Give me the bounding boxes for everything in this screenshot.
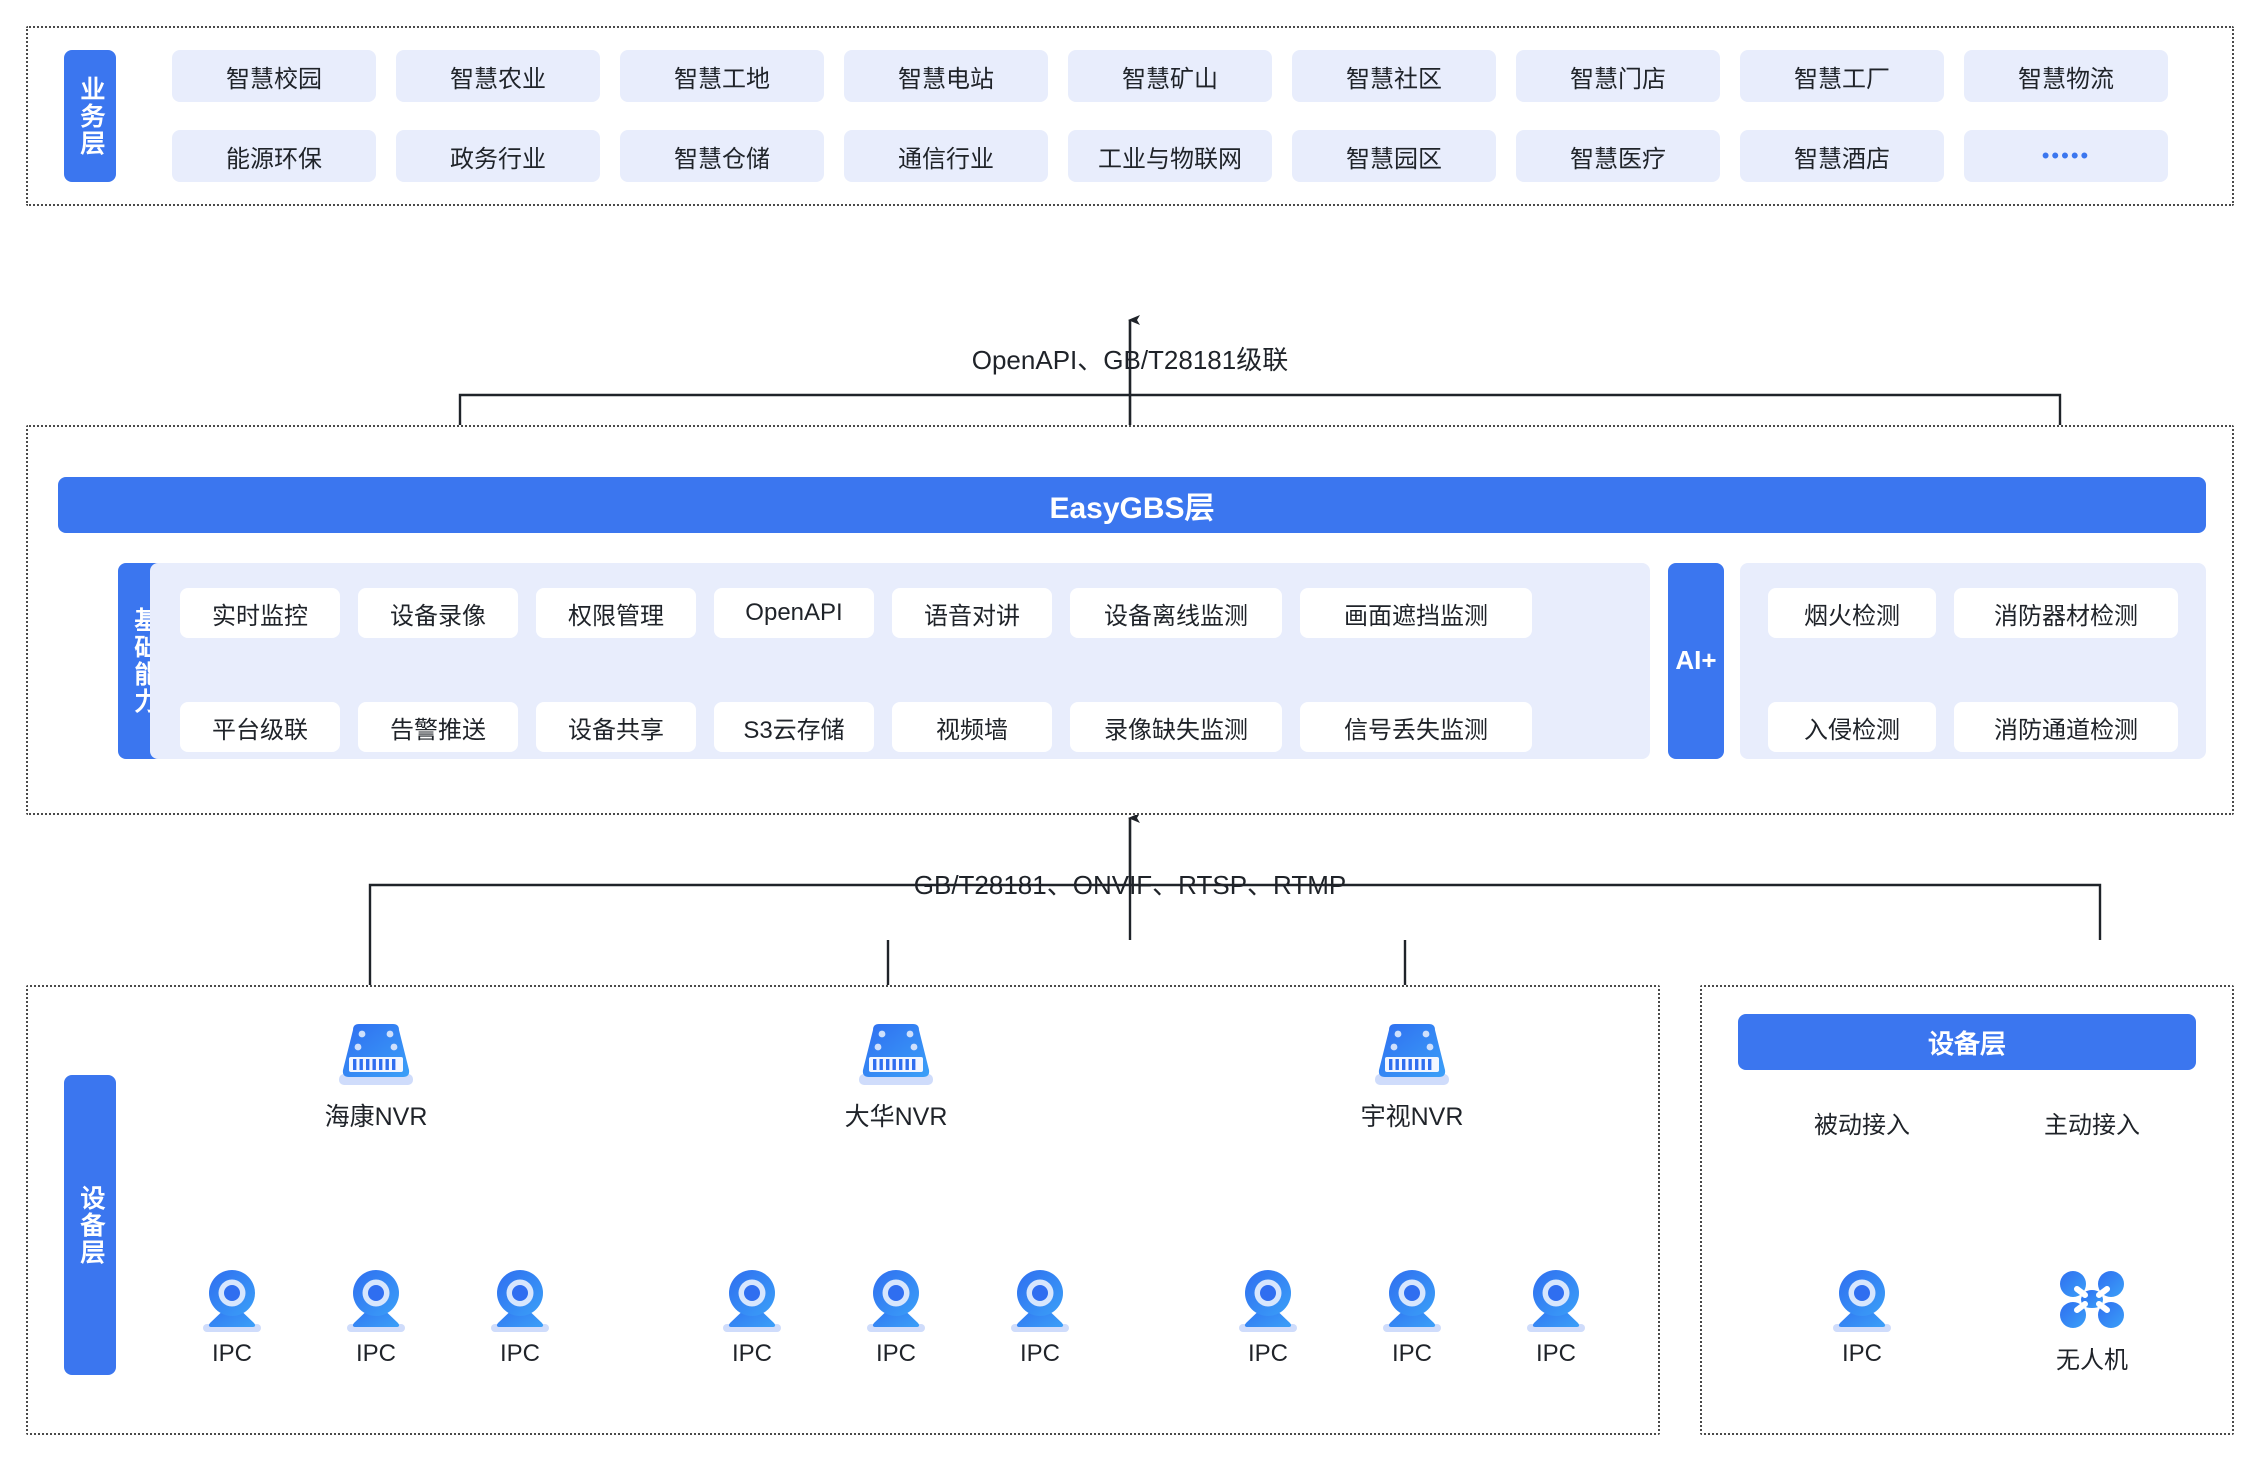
business-chip[interactable]: 智慧工地: [620, 50, 824, 102]
camera-icon-wrap: [1375, 1268, 1449, 1339]
business-chip[interactable]: 智慧电站: [844, 50, 1048, 102]
camera-label: IPC: [355, 1340, 396, 1367]
business-chip[interactable]: 智慧酒店: [1740, 130, 1944, 182]
camera-icon: [1011, 1270, 1069, 1332]
right-device-label: IPC: [1841, 1340, 1882, 1367]
easygbs-title-bar: EasyGBS层: [58, 477, 2206, 533]
camera-icon: [723, 1270, 781, 1332]
capability-chip[interactable]: 设备录像: [358, 588, 518, 638]
capability-chip[interactable]: 设备离线监测: [1070, 588, 1282, 638]
business-chip[interactable]: 能源环保: [172, 130, 376, 182]
nvr-icon: [859, 1024, 933, 1085]
camera-icon: [1527, 1270, 1585, 1332]
nvr-icon-wrap: [1367, 1018, 1457, 1095]
business-chip[interactable]: 政务行业: [396, 130, 600, 182]
camera-icon-wrap: [339, 1268, 413, 1339]
top-connector-label: OpenAPI、GB/T28181级联: [971, 345, 1289, 375]
nvr-icon: [1375, 1024, 1449, 1085]
ai-row-1: 烟火检测消防器材检测: [1768, 588, 2178, 638]
camera-icon: [867, 1270, 925, 1332]
business-chip[interactable]: 通信行业: [844, 130, 1048, 182]
nvr-icon-wrap: [331, 1018, 421, 1095]
camera-icon: [1239, 1270, 1297, 1332]
right-device-label: 无人机: [2056, 1347, 2128, 1374]
drone-icon: [2060, 1271, 2124, 1328]
nvr-icon: [339, 1024, 413, 1085]
access-mode-label: 被动接入: [1814, 1112, 1910, 1139]
business-chip[interactable]: 智慧仓储: [620, 130, 824, 182]
capability-chip[interactable]: 语音对讲: [892, 588, 1052, 638]
nvr-label: 海康NVR: [324, 1103, 428, 1131]
business-chip[interactable]: 智慧医疗: [1516, 130, 1720, 182]
camera-icon: [203, 1270, 261, 1332]
device-layer-right-title-bar: 设备层: [1738, 1014, 2196, 1070]
business-chip[interactable]: 智慧社区: [1292, 50, 1496, 102]
camera-label: IPC: [1247, 1340, 1288, 1367]
capability-chip[interactable]: 画面遮挡监测: [1300, 588, 1532, 638]
capability-chip[interactable]: OpenAPI: [714, 588, 874, 638]
access-mode-label: 主动接入: [2044, 1112, 2140, 1139]
capability-chip[interactable]: 入侵检测: [1768, 702, 1936, 752]
business-chip[interactable]: 工业与物联网: [1068, 130, 1272, 182]
camera-label: IPC: [1391, 1340, 1432, 1367]
camera-label: IPC: [731, 1340, 772, 1367]
camera-icon-wrap: [1519, 1268, 1593, 1339]
business-chip[interactable]: 智慧物流: [1964, 50, 2168, 102]
capability-chip[interactable]: 告警推送: [358, 702, 518, 752]
capability-chip[interactable]: 烟火检测: [1768, 588, 1936, 638]
camera-icon-wrap: [859, 1268, 933, 1339]
camera-label: IPC: [875, 1340, 916, 1367]
device-layer-left-side-label: 设备层: [64, 1075, 116, 1375]
camera-icon-wrap: [1825, 1268, 1899, 1339]
business-chip[interactable]: 智慧门店: [1516, 50, 1720, 102]
camera-label: IPC: [211, 1340, 252, 1367]
bottom-connector-label: GB/T28181、ONVIF、RTSP、RTMP: [913, 870, 1347, 900]
capability-chip[interactable]: S3云存储: [714, 702, 874, 752]
capability-chip[interactable]: 消防通道检测: [1954, 702, 2178, 752]
capability-row-1: 实时监控设备录像权限管理 OpenAPI 语音对讲设备离线监测画面遮挡监测: [180, 588, 1532, 638]
business-chip[interactable]: 智慧矿山: [1068, 50, 1272, 102]
ai-side-label: AI+: [1668, 563, 1724, 759]
business-chip[interactable]: 智慧园区: [1292, 130, 1496, 182]
nvr-label: 宇视NVR: [1360, 1103, 1464, 1131]
business-chip[interactable]: 智慧工厂: [1740, 50, 1944, 102]
camera-icon: [1383, 1270, 1441, 1332]
camera-icon-wrap: [715, 1268, 789, 1339]
camera-icon-wrap: [1003, 1268, 1077, 1339]
camera-label: IPC: [1535, 1340, 1576, 1367]
camera-icon: [491, 1270, 549, 1332]
nvr-icon-wrap: [851, 1018, 941, 1095]
business-chip[interactable]: 智慧农业: [396, 50, 600, 102]
capability-chip[interactable]: 平台级联: [180, 702, 340, 752]
camera-label: IPC: [1019, 1340, 1060, 1367]
capability-chip[interactable]: 权限管理: [536, 588, 696, 638]
capability-chip[interactable]: 录像缺失监测: [1070, 702, 1282, 752]
business-layer-side-label: 业务层: [64, 50, 116, 182]
drone-icon-wrap: [2055, 1268, 2129, 1339]
capability-chip[interactable]: 实时监控: [180, 588, 340, 638]
camera-icon-wrap: [483, 1268, 557, 1339]
capability-chip[interactable]: 视频墙: [892, 702, 1052, 752]
nvr-label: 大华NVR: [844, 1103, 948, 1131]
camera-icon-wrap: [1231, 1268, 1305, 1339]
business-chip[interactable]: 智慧校园: [172, 50, 376, 102]
camera-icon: [347, 1270, 405, 1332]
business-chip[interactable]: •••••: [1964, 130, 2168, 182]
capability-chip[interactable]: 消防器材检测: [1954, 588, 2178, 638]
capability-chip[interactable]: 设备共享: [536, 702, 696, 752]
camera-icon-wrap: [195, 1268, 269, 1339]
camera-label: IPC: [499, 1340, 540, 1367]
ai-row-2: 入侵检测消防通道检测: [1768, 702, 2178, 752]
capability-row-2: 平台级联告警推送设备共享 S3云存储视频墙录像缺失监测信号丢失监测: [180, 702, 1532, 752]
business-layer-row-1: 智慧校园智慧农业智慧工地智慧电站智慧矿山智慧社区智慧门店智慧工厂智慧物流: [172, 50, 2168, 102]
business-layer-row-2: 能源环保政务行业智慧仓储通信行业工业与物联网智慧园区智慧医疗智慧酒店 •••••: [172, 130, 2168, 182]
camera-icon: [1833, 1270, 1891, 1332]
capability-chip[interactable]: 信号丢失监测: [1300, 702, 1532, 752]
